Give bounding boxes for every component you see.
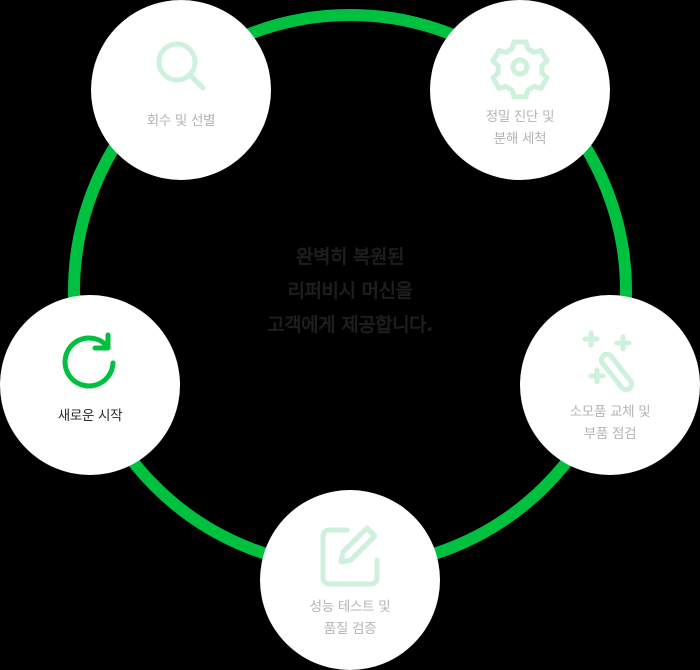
step-replace: 소모품 교체 및 부품 점검 (520, 295, 700, 475)
step-test: 성능 테스트 및 품질 검증 (260, 490, 440, 670)
step-label: 성능 테스트 및 품질 검증 (309, 599, 391, 637)
step-collect: 회수 및 선별 (91, 0, 271, 180)
step-label: 회수 및 선별 (146, 113, 216, 129)
gear-icon (487, 34, 553, 100)
search-icon (148, 34, 214, 100)
step-restart: 새로운 시작 (0, 295, 180, 475)
step-label: 정밀 진단 및 분해 세척 (485, 109, 555, 147)
magic-wand-icon (577, 329, 643, 395)
step-label: 새로운 시작 (57, 408, 123, 424)
step-diagnose: 정밀 진단 및 분해 세척 (430, 0, 610, 180)
step-label: 소모품 교체 및 부품 점검 (569, 404, 651, 442)
center-line-2: 리퍼비시 머신을 (287, 280, 413, 302)
center-line-3: 고객에게 제공합니다. (267, 314, 433, 336)
refresh-icon (57, 329, 123, 395)
center-message: 완벽히 복원된 리퍼비시 머신을 고객에게 제공합니다. (200, 240, 500, 342)
edit-icon (317, 524, 383, 590)
center-line-1: 완벽히 복원된 (296, 246, 405, 268)
